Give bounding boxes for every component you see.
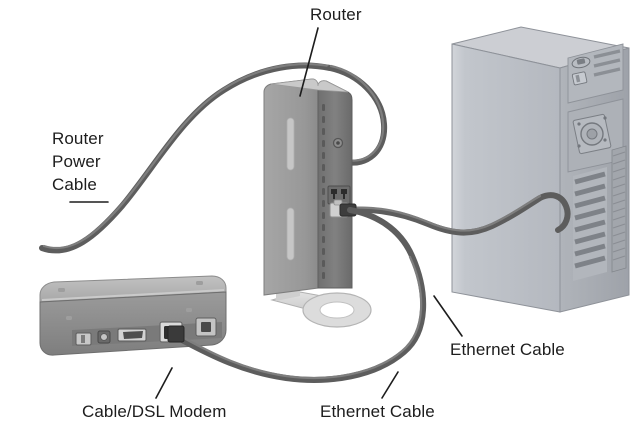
label-ethernet-cable-right-text: Ethernet Cable [450,340,565,359]
ethernet-cable-modem-to-router-highlight [182,255,423,379]
modem-top-face [39,275,227,303]
modem-edge-highlight [41,289,225,301]
label-ethernet-cable-bottom-leader [381,371,399,399]
router[interactable] [263,78,372,328]
router-power-cable-loop-highlight [329,64,385,162]
label-router-power-cable: Router Power Cable [52,129,109,203]
pc-psu-vents [593,49,621,77]
ethernet-cable-router-to-computer-highlight [348,194,542,232]
label-ethernet-cable-bottom: Ethernet Cable [320,371,435,421]
computer-tower[interactable] [451,26,630,313]
label-router: Router [299,5,362,97]
router-stand-ring-inner [319,301,355,319]
router-power-jack-pin [336,141,340,145]
label-cable-dsl-modem-text: Cable/DSL Modem [82,402,227,421]
label-router-leader [299,27,319,97]
ethernet-cable-router-to-computer-path [345,192,571,236]
ethernet-cable-modem-to-router[interactable] [167,207,427,383]
router-front-indent-lower [286,207,295,261]
pc-expansion-slots [573,167,607,281]
label-router-text: Router [310,5,362,24]
label-router-power-cable-line1: Router [52,129,104,148]
cable-dsl-modem[interactable] [39,275,227,356]
router-ethernet-port-2 [341,189,347,199]
router-ethernet-ports[interactable] [327,185,351,205]
label-cable-dsl-modem-leader [155,367,173,399]
modem-corner-marks [58,281,203,320]
pc-power-socket-pins [576,58,586,65]
router-power-cable-highlight [42,63,331,250]
router-front-face [263,78,319,296]
pc-voltage-switch-toggle [575,74,581,83]
pc-fan-hub [586,128,598,140]
ethernet-cable-modem-to-router-path [179,207,427,383]
pc-mesh-vent [611,145,627,273]
label-cable-dsl-modem: Cable/DSL Modem [82,367,227,421]
router-ethernet-port-1 [331,189,337,199]
modem-power-switch-toggle [81,335,85,343]
modem-serial-port-opening [123,331,143,339]
modem-coax-jack-center [201,322,211,332]
label-ethernet-cable-right: Ethernet Cable [433,295,565,359]
router-front-indent-upper [286,117,295,171]
modem-power-jack-pin [100,333,108,341]
label-ethernet-cable-bottom-text: Ethernet Cable [320,402,435,421]
label-router-power-cable-line2: Power [52,152,101,171]
router-top-edge [270,78,349,93]
router-vent-dots [322,104,325,279]
ethernet-plug-modem-end [167,325,185,343]
pc-side-face [451,43,561,313]
label-ethernet-cable-right-leader [433,295,463,337]
router-side-face [317,80,353,289]
label-router-power-cable-line3: Cable [52,175,97,194]
pc-fan-screws [577,116,607,148]
